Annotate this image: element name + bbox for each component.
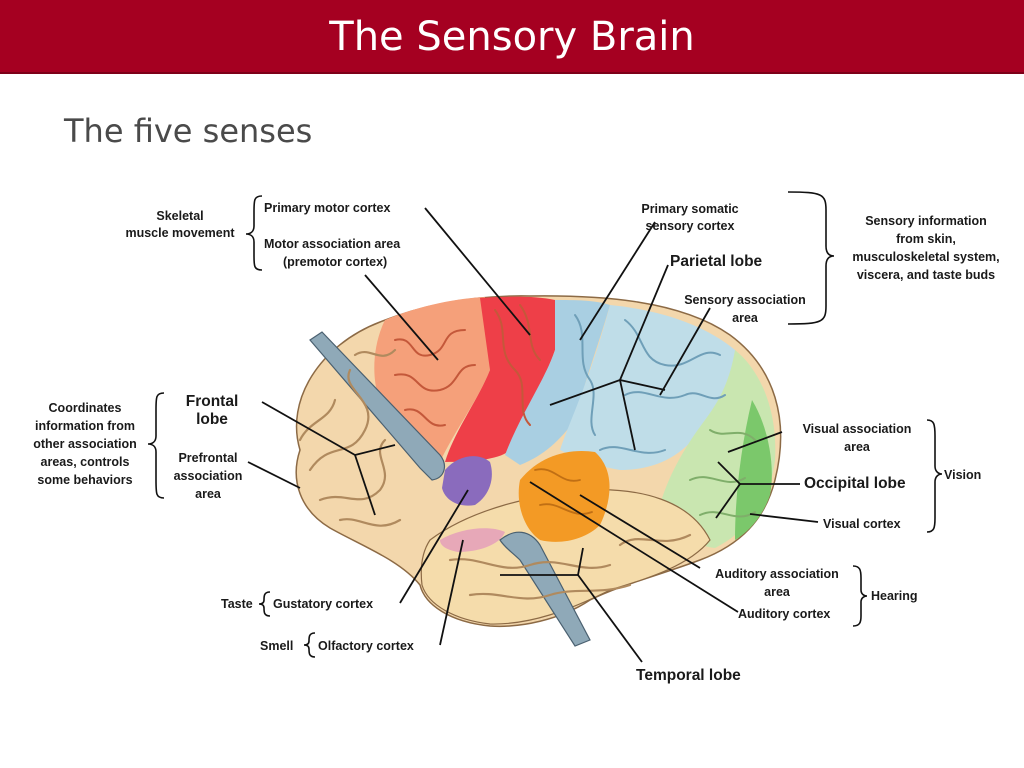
visual-cortex-region <box>735 400 772 540</box>
brace-skeletal <box>245 195 263 271</box>
label-coord-3: other association <box>33 437 137 451</box>
label-skeletal-1: Skeletal <box>156 209 203 223</box>
label-primary-somatic-2: sensory cortex <box>646 219 735 233</box>
auditory-region <box>518 450 610 542</box>
label-visual-assoc-1: Visual association <box>803 422 912 436</box>
brain-illustration <box>295 295 782 647</box>
label-auditory-assoc-1: Auditory association <box>715 567 839 581</box>
label-gustatory: Gustatory cortex <box>273 597 373 611</box>
brace-sensory <box>787 191 835 325</box>
label-coord-4: areas, controls <box>41 455 130 469</box>
label-smell: Smell <box>260 639 293 653</box>
label-skeletal-2: muscle movement <box>125 226 235 240</box>
label-parietal: Parietal lobe <box>670 253 763 270</box>
label-olfactory: Olfactory cortex <box>318 639 414 653</box>
label-visual-cortex: Visual cortex <box>823 517 901 531</box>
slide-title: The Sensory Brain <box>329 14 695 60</box>
brace-taste <box>258 591 271 617</box>
label-hearing: Hearing <box>871 589 918 603</box>
brain-stem <box>499 531 591 647</box>
label-occipital: Occipital lobe <box>804 475 906 492</box>
label-vision: Vision <box>944 468 981 482</box>
olfactory-region <box>440 528 505 552</box>
label-auditory-assoc-2: area <box>764 585 791 599</box>
label-sensory-assoc-1: Sensory association <box>684 293 806 307</box>
title-bar <box>0 0 1024 74</box>
label-prefrontal-3: area <box>195 487 222 501</box>
label-motor-assoc-1: Motor association area <box>264 237 401 251</box>
brace-hearing <box>852 565 868 627</box>
label-frontal-2: lobe <box>196 411 228 428</box>
label-sensory-info-3: musculoskeletal system, <box>852 250 999 264</box>
leader-lines <box>247 207 819 663</box>
brace-smell <box>303 632 316 658</box>
label-prefrontal-1: Prefrontal <box>178 451 237 465</box>
label-sensory-assoc-2: area <box>732 311 759 325</box>
somatic-sensory-region <box>505 300 610 465</box>
label-frontal-1: Frontal <box>186 393 239 410</box>
label-prefrontal-2: association <box>174 469 243 483</box>
label-sensory-info-4: viscera, and taste buds <box>857 268 995 282</box>
label-sensory-info-2: from skin, <box>896 232 956 246</box>
label-taste: Taste <box>221 597 253 611</box>
label-coord-2: information from <box>35 419 135 433</box>
label-sensory-info-1: Sensory information <box>865 214 987 228</box>
slide-subtitle: The five senses <box>64 112 313 150</box>
gustatory-region <box>442 456 492 506</box>
label-primary-motor: Primary motor cortex <box>264 201 390 215</box>
label-coord-5: some behaviors <box>37 473 132 487</box>
sensory-association-region <box>560 305 736 470</box>
label-motor-assoc-2: (premotor cortex) <box>283 255 387 269</box>
label-primary-somatic-1: Primary somatic <box>641 202 738 216</box>
primary-motor-region <box>445 296 555 462</box>
retractor-instrument <box>309 331 446 481</box>
label-visual-assoc-2: area <box>844 440 871 454</box>
braces <box>147 191 943 658</box>
label-temporal: Temporal lobe <box>636 667 741 684</box>
label-coord-1: Coordinates <box>49 401 122 415</box>
brace-coordinates <box>147 392 165 499</box>
brace-vision <box>926 419 943 533</box>
diagram-labels: Skeletal muscle movement Primary motor c… <box>33 201 999 684</box>
label-auditory-cortex: Auditory cortex <box>738 607 830 621</box>
